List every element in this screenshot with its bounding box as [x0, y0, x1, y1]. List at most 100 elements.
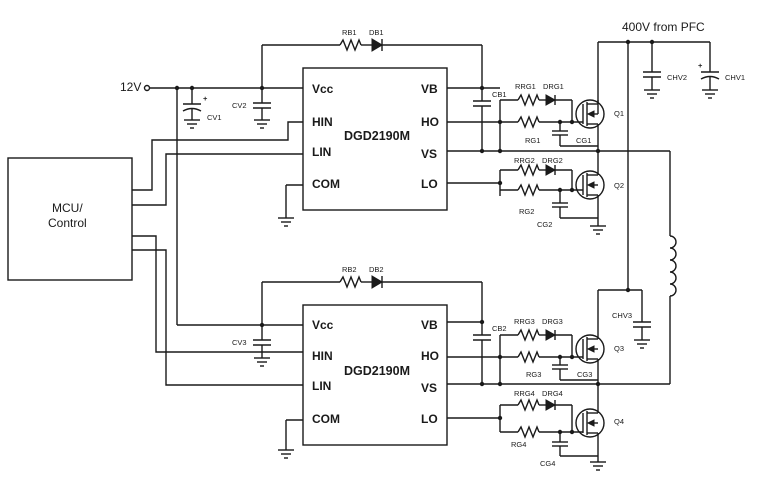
input-label: 12V: [120, 80, 141, 94]
resistor-rrg3: [517, 328, 540, 342]
resistor-rrg2: [517, 163, 540, 177]
cg1-label: CG1: [576, 136, 591, 145]
chv3-label: CHV3: [612, 311, 632, 320]
diode-drg2: [545, 164, 557, 176]
mosfet-q1: [575, 99, 605, 151]
pin-vs-2: VS: [421, 381, 437, 395]
resistor-rg4: [517, 425, 540, 439]
rg1-label: RG1: [525, 136, 540, 145]
diode-drg4: [545, 399, 557, 411]
pin-vb: VB: [421, 82, 438, 96]
mosfet-q3: [575, 334, 605, 384]
resistor-rg3: [517, 350, 540, 364]
rrg2-label: RRG2: [514, 156, 535, 165]
capacitor-chv2: [643, 42, 661, 99]
capacitor-cv2: [253, 88, 271, 129]
pin-hin-2: HIN: [312, 349, 333, 363]
rg2-label: RG2: [519, 207, 534, 216]
q3-label: Q3: [614, 344, 624, 353]
capacitor-cg2: [552, 190, 598, 219]
drg1-label: DRG1: [543, 82, 564, 91]
mosfet-q2: [575, 151, 605, 226]
resistor-rg2: [517, 183, 540, 197]
pin-vb-2: VB: [421, 318, 438, 332]
diode-drg3: [545, 329, 557, 341]
input-terminal: [143, 84, 151, 92]
pin-com: COM: [312, 177, 340, 191]
rb2-label: RB2: [342, 265, 357, 274]
pin-ho-2: HO: [421, 349, 439, 363]
pin-lin-2: LIN: [312, 379, 331, 393]
ground-com-2: [278, 449, 294, 459]
rb1-label: RB1: [342, 28, 357, 37]
ground-q4: [590, 461, 606, 471]
cv1-label: CV1: [207, 113, 222, 122]
mcu-label-line1: MCU/: [52, 201, 83, 215]
chv1-label: CHV1: [725, 73, 745, 82]
pin-lo: LO: [421, 177, 438, 191]
diode-db2: [371, 275, 383, 289]
pin-vcc: Vcc: [312, 82, 334, 96]
chv2-label: CHV2: [667, 73, 687, 82]
cb2-label: CB2: [492, 324, 507, 333]
mcu-label-line2: Control: [48, 216, 87, 230]
mcu-block: [7, 157, 133, 281]
ic-name-2: DGD2190M: [344, 364, 410, 378]
driver-ic-1: [302, 67, 448, 211]
capacitor-cb2: [473, 322, 491, 384]
ic-name-1: DGD2190M: [344, 129, 410, 143]
drg3-label: DRG3: [542, 317, 563, 326]
capacitor-chv3: [633, 290, 651, 349]
diode-db1: [371, 38, 383, 52]
capacitor-cg3: [552, 357, 598, 381]
rg3-label: RG3: [526, 370, 541, 379]
drg2-label: DRG2: [542, 156, 563, 165]
resistor-rrg4: [517, 398, 540, 412]
pin-com-2: COM: [312, 412, 340, 426]
cg4-label: CG4: [540, 459, 555, 468]
trace-lin2: [132, 249, 303, 386]
ground-q2: [590, 225, 606, 235]
resistor-rb2: [339, 275, 362, 289]
chv1-plus: +: [698, 61, 703, 70]
pin-hin: HIN: [312, 115, 333, 129]
q2-label: Q2: [614, 181, 624, 190]
pin-vs: VS: [421, 147, 437, 161]
cv2-label: CV2: [232, 101, 247, 110]
drg4-label: DRG4: [542, 389, 563, 398]
capacitor-chv1: [700, 42, 720, 99]
diode-drg1: [545, 94, 557, 106]
supply-label: 400V from PFC: [622, 20, 705, 34]
cg3-label: CG3: [577, 370, 592, 379]
capacitor-cv1: [182, 88, 202, 129]
pin-lo-2: LO: [421, 412, 438, 426]
rg4-label: RG4: [511, 440, 526, 449]
db2-label: DB2: [369, 265, 384, 274]
inductor: [669, 232, 677, 384]
capacitor-cb1: [473, 88, 491, 151]
resistor-rb1: [339, 38, 362, 52]
trace-lin1: [132, 153, 303, 206]
pin-vcc-2: Vcc: [312, 318, 334, 332]
trace-hin1: [132, 121, 303, 191]
driver-ic-2: [302, 304, 448, 446]
rrg3-label: RRG3: [514, 317, 535, 326]
pin-ho: HO: [421, 115, 439, 129]
q1-label: Q1: [614, 109, 624, 118]
resistor-rrg1: [517, 93, 540, 107]
ground-com-1: [278, 217, 294, 227]
trace-hin2: [132, 235, 303, 353]
capacitor-cv3: [253, 325, 271, 367]
capacitor-cg4: [552, 432, 598, 457]
cg2-label: CG2: [537, 220, 552, 229]
pin-lin: LIN: [312, 145, 331, 159]
mosfet-q4: [575, 384, 605, 462]
cv1-plus: +: [203, 94, 208, 103]
rrg1-label: RRG1: [515, 82, 536, 91]
q4-label: Q4: [614, 417, 624, 426]
cb1-label: CB1: [492, 90, 507, 99]
resistor-rg1: [517, 115, 540, 129]
db1-label: DB1: [369, 28, 384, 37]
cv3-label: CV3: [232, 338, 247, 347]
